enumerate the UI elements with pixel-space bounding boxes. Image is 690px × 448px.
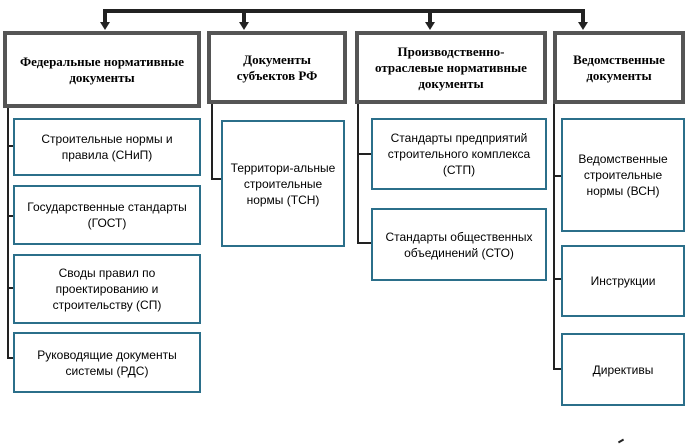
branch-federal-3 [7, 287, 15, 289]
arrow-down-icon [578, 22, 588, 30]
item-snip: Строительные нормы и правила (СНиП) [13, 118, 201, 176]
item-tsn: Территори-альные строительные нормы (ТСН… [221, 120, 345, 247]
branch-departmental-2 [553, 278, 562, 280]
arrow-down-icon [239, 22, 249, 30]
branch-departmental-1 [553, 175, 562, 177]
item-gost: Государственные стандарты (ГОСТ) [13, 185, 201, 245]
arrow-down-icon [100, 22, 110, 30]
spine-federal [7, 108, 9, 358]
drop-line-2 [242, 9, 246, 23]
arrow-down-icon [425, 22, 435, 30]
branch-industry-2 [357, 242, 371, 244]
item-vsn: Ведомственные строительные нормы (ВСН) [561, 118, 685, 232]
item-stp: Стандарты предприятий строительного комп… [371, 118, 547, 190]
corner-mark [617, 438, 625, 444]
branch-federal-2 [7, 215, 15, 217]
spine-regional [211, 102, 213, 180]
branch-industry-1 [357, 153, 371, 155]
drop-line-3 [428, 9, 432, 23]
header-regional: Документы субъектов РФ [207, 31, 347, 104]
branch-federal-1 [7, 145, 15, 147]
drop-line-4 [581, 9, 585, 23]
top-connector-bar [103, 9, 585, 13]
branch-regional-1 [211, 178, 223, 180]
item-sp: Своды правил по проектированию и строите… [13, 254, 201, 324]
header-departmental: Ведомственные документы [553, 31, 685, 104]
branch-federal-4 [7, 357, 15, 359]
header-federal: Федеральные нормативные документы [3, 31, 201, 108]
spine-industry [357, 102, 359, 244]
item-rds: Руководящие документы системы (РДС) [13, 332, 201, 393]
branch-departmental-3 [553, 368, 562, 370]
header-industry: Производственно-отраслевые нормативные д… [355, 31, 547, 104]
spine-departmental [553, 102, 555, 370]
drop-line-1 [103, 9, 107, 23]
item-instructions: Инструкции [561, 245, 685, 317]
item-sto: Стандарты общественных объединений (СТО) [371, 208, 547, 281]
item-directives: Директивы [561, 333, 685, 406]
